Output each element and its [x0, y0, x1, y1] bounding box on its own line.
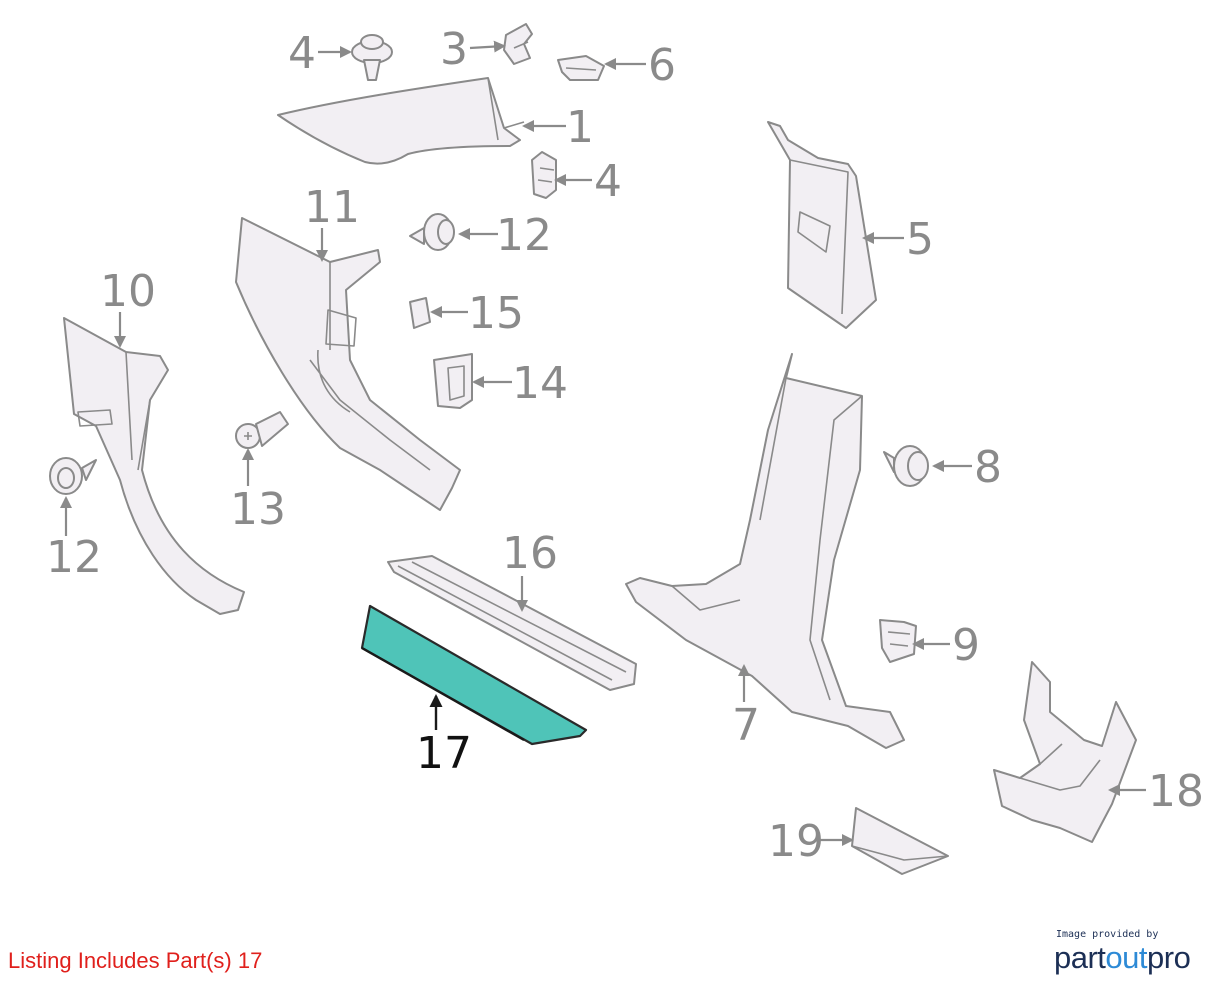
callout-12-lower: 12	[46, 532, 102, 583]
callout-14: 14	[512, 358, 568, 409]
callout-7: 7	[732, 700, 760, 751]
part-13-screw	[235, 411, 289, 449]
listing-note: Listing Includes Part(s) 17	[8, 948, 263, 973]
leader-lines	[60, 40, 1146, 846]
part-3-push-pin	[351, 34, 393, 81]
callout-6: 6	[648, 40, 676, 91]
callout-8: 8	[974, 442, 1002, 493]
part-5-pillar-trim	[767, 121, 877, 329]
callout-5: 5	[906, 214, 934, 265]
callout-2: 3	[440, 24, 468, 75]
part-1-upper-trim	[277, 77, 525, 165]
logo-out: out	[1105, 940, 1148, 975]
part-7-pillar-lower	[625, 353, 905, 749]
callout-15: 15	[468, 288, 524, 339]
callout-18: 18	[1148, 766, 1204, 817]
part-10-kick-panel	[63, 317, 245, 615]
part-14-clip	[433, 353, 473, 409]
credit-caption: Image provided by	[1056, 929, 1159, 940]
callout-12-upper: 12	[496, 210, 552, 261]
part-17-scuff-plate	[360, 604, 588, 746]
partoutpro-logo: partoutpro	[1054, 940, 1191, 976]
part-16-sill-plate	[387, 555, 637, 691]
part-2-clip	[503, 23, 533, 65]
callout-13: 13	[230, 484, 286, 535]
part-19-wedge	[851, 807, 949, 875]
part-11-lower-trim	[235, 217, 461, 511]
part-4-clip	[531, 151, 557, 199]
callout-9: 9	[952, 620, 980, 671]
callout-11: 11	[304, 182, 360, 233]
part-12-pin-lower	[49, 457, 97, 495]
part-9-clip	[879, 619, 917, 663]
part-18-mud-flap	[993, 661, 1137, 843]
callout-4: 4	[594, 156, 622, 207]
part-6-clip	[557, 55, 605, 81]
part-8-pin	[883, 445, 929, 487]
part-12-pin-upper	[409, 213, 455, 251]
callout-1: 1	[566, 102, 594, 153]
logo-pro: pro	[1147, 940, 1191, 975]
callout-17: 17	[416, 728, 472, 779]
callout-10: 10	[100, 266, 156, 317]
callout-16: 16	[502, 528, 558, 579]
logo-part: part	[1054, 940, 1106, 975]
callout-3: 4	[288, 28, 316, 79]
callout-19: 19	[768, 816, 824, 867]
part-15-clip	[409, 297, 431, 329]
